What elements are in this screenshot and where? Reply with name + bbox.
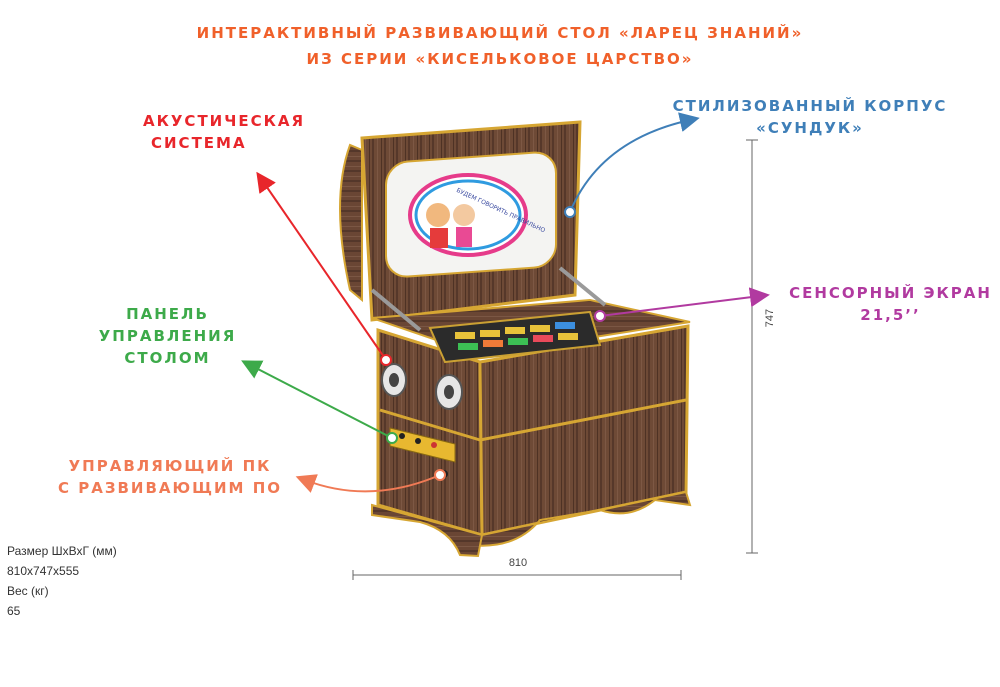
screen-dot [594, 310, 606, 322]
touch-screen [428, 310, 602, 364]
size-value: 810х747х555 [7, 564, 80, 578]
girl-figure [453, 204, 475, 226]
screen-arrow [599, 287, 770, 317]
width-dimension: 810 [509, 557, 527, 569]
lid-sign: БУДЕМ ГОВОРИТЬ ПРАВИЛЬНО [385, 151, 557, 278]
boy-figure [426, 203, 450, 227]
acoustic-label: АКУСТИЧЕСКАЯ СИСТЕМА [143, 112, 306, 152]
panel-dot [386, 432, 398, 444]
dimension-lines [352, 139, 758, 580]
acoustic-arrow [256, 171, 387, 361]
pc-dot [434, 469, 446, 481]
screen-label: СЕНСОРНЫЙ ЭКРАН 21,5’’ [789, 284, 992, 324]
pc-label: УПРАВЛЯЮЩИЙ ПК С РАЗВИВАЮЩИМ ПО [57, 457, 283, 497]
weight-value: 65 [7, 604, 21, 618]
case-arrow [569, 112, 700, 213]
panel-label: ПАНЕЛЬ УПРАВЛЕНИЯ СТОЛОМ [98, 305, 237, 367]
page-title: ИНТЕРАКТИВНЫЙ РАЗВИВАЮЩИЙ СТОЛ «ЛАРЕЦ ЗН… [196, 24, 804, 42]
case-dot [564, 206, 576, 218]
size-label: Размер ШхВхГ (мм) [7, 544, 117, 558]
speakers [381, 363, 463, 410]
panel-arrow [241, 360, 393, 439]
specs-block: Размер ШхВхГ (мм) 810х747х555 Вес (кг) 6… [7, 541, 117, 621]
acoustic-dot [380, 354, 392, 366]
case-label: СТИЛИЗОВАННЫЙ КОРПУС «СУНДУК» [672, 97, 948, 137]
page-subtitle: ИЗ СЕРИИ «КИСЕЛЬКОВОЕ ЦАРСТВО» [306, 50, 694, 68]
height-dimension: 747 [764, 309, 776, 327]
weight-label: Вес (кг) [7, 584, 49, 598]
pc-arrow [295, 474, 441, 493]
